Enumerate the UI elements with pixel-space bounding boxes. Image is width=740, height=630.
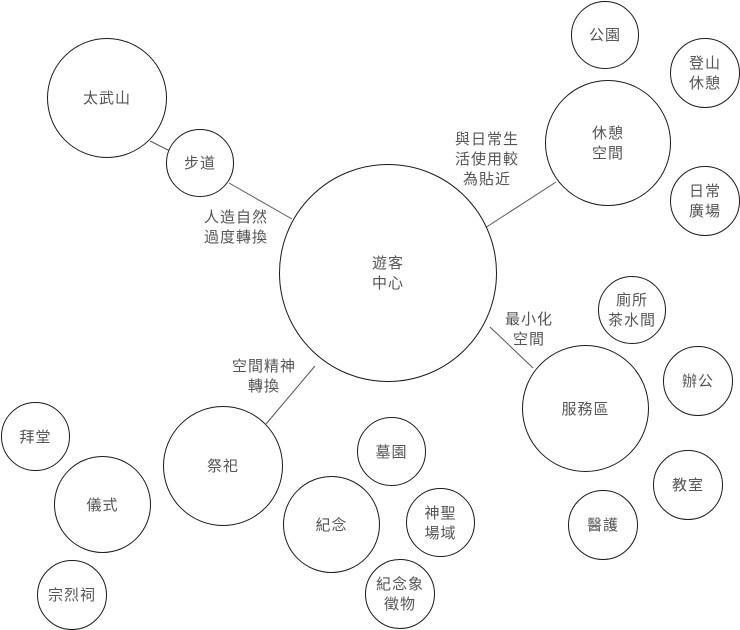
node-service-area: 服務區 [522,345,649,472]
link-visitor-center-rest [484,181,557,229]
node-visitor-center: 遊客 中心 [279,164,497,382]
node-rest-space: 休憩 空間 [545,80,671,206]
node-restroom-tea: 廁所 茶水間 [598,276,666,344]
node-park: 公園 [571,1,639,69]
node-memorial: 紀念 [283,476,380,573]
edge-label-daily-life: 與日常生 活使用較 為貼近 [454,130,519,188]
node-taiwushan: 太武山 [47,38,167,158]
node-worship-hall: 拜堂 [1,402,70,471]
link-taiwushan-trail [149,140,171,152]
node-office: 辦公 [663,346,733,416]
node-memorial-symbol: 紀念象 徵物 [365,559,435,629]
node-sacred-field: 神聖 場域 [406,488,475,557]
node-classroom: 教室 [653,450,723,520]
node-daily-plaza: 日常 廣場 [670,166,740,236]
node-martyrs-shrine: 宗烈祠 [37,560,107,630]
link-visitor-center-service [489,326,534,369]
node-ceremony: 儀式 [54,456,151,553]
link-trail-visitor-center [228,182,293,220]
node-hiking-rest: 登山 休憩 [670,38,740,108]
node-cemetery: 墓園 [357,417,426,486]
edge-label-spiritual: 空間精神 轉換 [231,357,296,395]
edge-label-artificial-natural: 人造自然 過度轉換 [203,208,268,246]
node-trail: 步道 [166,129,234,197]
node-worship: 祭祀 [163,406,283,526]
node-medical: 醫護 [568,490,638,560]
link-visitor-center-worship [265,365,316,425]
edge-label-minimal-space: 最小化 空間 [504,310,553,348]
